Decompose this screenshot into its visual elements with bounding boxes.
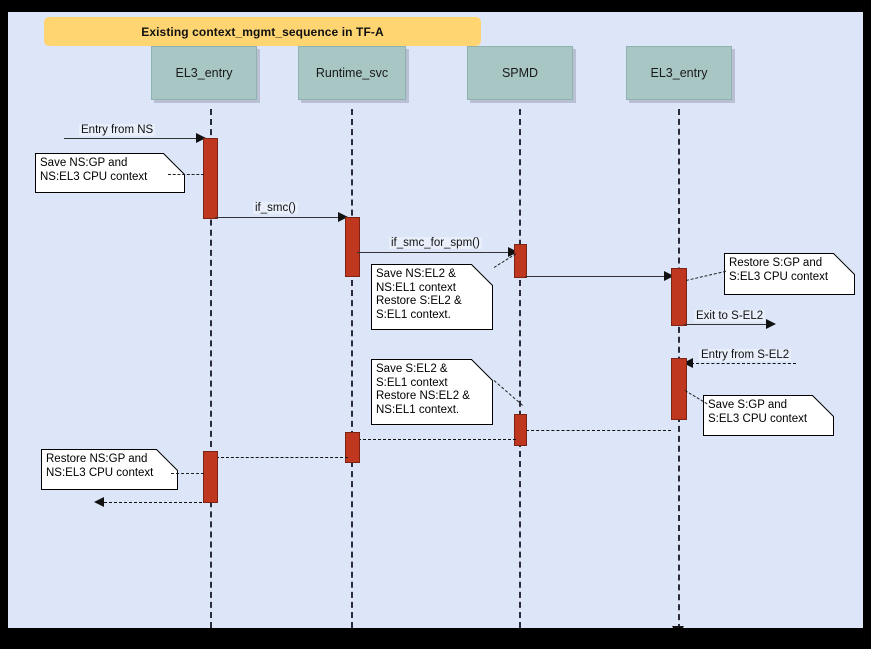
note-text: Save S:GP and S:EL3 CPU context: [703, 395, 834, 436]
note-save-ns-el2-restore-s-el2: Save NS:EL2 & NS:EL1 context Restore S:E…: [371, 264, 493, 330]
note-text: Restore S:GP and S:EL3 CPU context: [724, 253, 855, 295]
message-line-exit-to-ns: [104, 502, 202, 503]
activation-el3-entry-right-1: [671, 268, 687, 326]
note-save-s-gp-el3: Save S:GP and S:EL3 CPU context: [703, 395, 834, 436]
activation-el3-entry-left-2: [203, 451, 218, 503]
note-save-s-el2-restore-ns-el2: Save S:EL2 & S:EL1 context Restore NS:EL…: [371, 359, 493, 425]
message-label-exit-to-s-el2: Exit to S-EL2: [694, 310, 766, 322]
activation-el3-entry-left-1: [203, 138, 218, 219]
note-connector: [171, 473, 204, 474]
message-line-spmd-to-el3-right: [525, 276, 667, 277]
activation-spmd-2: [514, 414, 527, 446]
lifeline-el3-entry-left: [210, 109, 212, 628]
note-text: Save NS:GP and NS:EL3 CPU context: [35, 153, 185, 193]
lifeline-terminator-arrow-icon: [672, 626, 684, 628]
participant-label: SPMD: [501, 66, 539, 80]
participant-spmd[interactable]: SPMD: [467, 46, 573, 100]
message-line-spmd-to-runtime: [358, 439, 516, 440]
note-connector: [168, 174, 204, 175]
arrow-head-icon: [196, 133, 206, 143]
participant-label: EL3_entry: [650, 66, 708, 80]
lifeline-runtime-svc: [351, 109, 353, 628]
diagram-title-banner: Existing context_mgmt_sequence in TF-A: [44, 17, 481, 46]
activation-runtime-svc-1: [345, 217, 360, 277]
message-line-el3-right-to-spmd: [526, 430, 671, 431]
note-text: Restore NS:GP and NS:EL3 CPU context: [41, 449, 178, 490]
message-label-if-smc: if_smc(): [253, 202, 298, 214]
message-line-exit-to-s-el2: [684, 324, 768, 325]
note-restore-ns-gp-el3: Restore NS:GP and NS:EL3 CPU context: [41, 449, 178, 490]
arrow-head-icon: [94, 497, 104, 507]
message-label-entry-from-s-el2: Entry from S-EL2: [699, 349, 792, 361]
message-line-entry-from-s-el2: [691, 363, 796, 364]
arrow-head-icon: [664, 271, 674, 281]
note-fold-icon: [156, 449, 178, 471]
note-fold-icon: [471, 359, 493, 381]
note-fold-icon: [812, 395, 834, 417]
note-connector: [493, 253, 517, 268]
arrow-head-icon: [766, 319, 776, 329]
message-label-entry-from-ns: Entry from NS: [79, 124, 156, 136]
message-label-if-smc-for-spm: if_smc_for_spm(): [389, 237, 482, 249]
note-fold-icon: [471, 264, 493, 286]
lifeline-spmd: [519, 109, 521, 628]
diagram-canvas: Existing context_mgmt_sequence in TF-A E…: [8, 12, 863, 628]
note-fold-icon: [833, 253, 855, 275]
participant-label: Runtime_svc: [315, 66, 389, 80]
activation-runtime-svc-2: [345, 432, 360, 463]
note-connector: [685, 270, 727, 281]
participant-label: EL3_entry: [175, 66, 233, 80]
participant-runtime-svc[interactable]: Runtime_svc: [298, 46, 406, 100]
arrow-head-icon: [508, 247, 518, 257]
message-line-entry-from-ns: [64, 138, 199, 139]
page-title: Existing context_mgmt_sequence in TF-A: [141, 24, 384, 39]
activation-el3-entry-right-2: [671, 358, 687, 420]
note-restore-s-gp-el3: Restore S:GP and S:EL3 CPU context: [724, 253, 855, 295]
activation-spmd-1: [514, 244, 527, 278]
note-fold-icon: [163, 153, 185, 175]
arrow-head-icon: [338, 212, 348, 222]
arrow-head-icon: [683, 358, 693, 368]
message-line-if-smc-for-spm: [357, 252, 510, 253]
participant-el3-entry-right[interactable]: EL3_entry: [626, 46, 732, 100]
message-line-runtime-to-el3-left: [216, 457, 348, 458]
message-line-if-smc: [215, 217, 340, 218]
participant-el3-entry-left[interactable]: EL3_entry: [151, 46, 257, 100]
note-text: Save NS:EL2 & NS:EL1 context Restore S:E…: [371, 264, 493, 330]
note-text: Save S:EL2 & S:EL1 context Restore NS:EL…: [371, 359, 493, 425]
note-save-ns-gp-el3: Save NS:GP and NS:EL3 CPU context: [35, 153, 185, 193]
